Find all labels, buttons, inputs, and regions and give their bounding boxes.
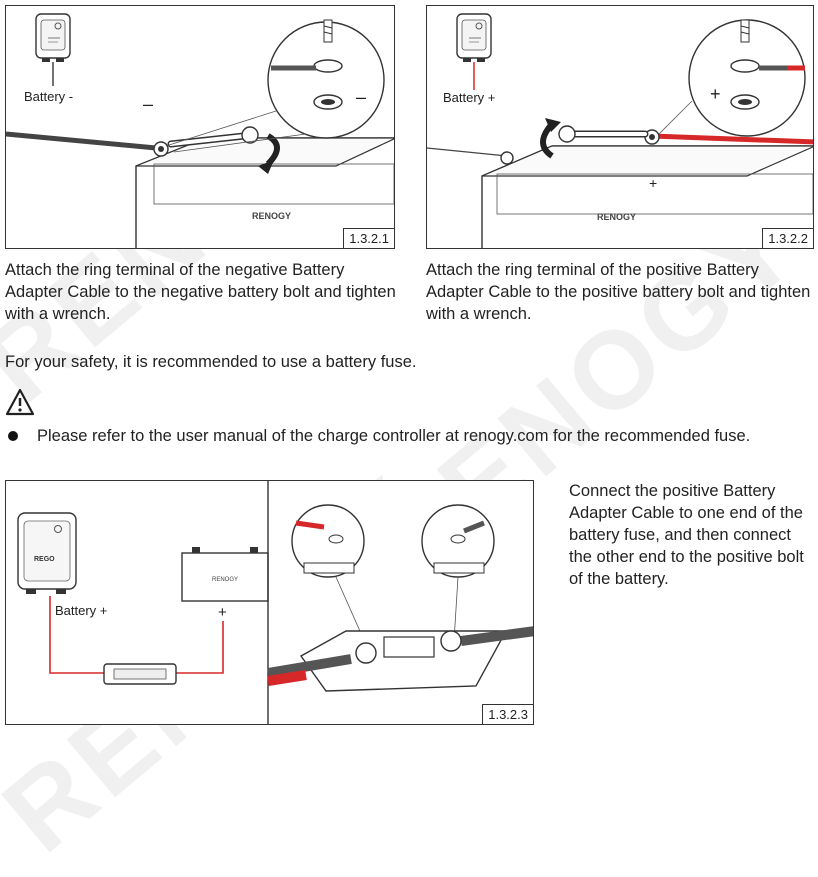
- inset-positive-sign: +: [710, 84, 721, 104]
- figure-number: 1.3.2.1: [343, 228, 394, 248]
- rego-monitor-icon: REGO: [17, 512, 77, 594]
- positive-sign: +: [218, 604, 227, 621]
- figure-number: 1.3.2.2: [762, 228, 813, 248]
- inset-negative-sign: –: [356, 87, 366, 107]
- brand-logo: RENOGY: [212, 577, 238, 583]
- figure-1-3-2-1: Battery - – RENOGY: [5, 5, 395, 249]
- bullet-dot: [8, 431, 18, 441]
- fuse-closeup: [267, 504, 533, 692]
- battery-minus-label: Battery -: [24, 89, 73, 104]
- magnified-bolt-inset: +: [658, 19, 806, 137]
- figure-1-3-2-3: REGO Battery + + RENOGY: [5, 480, 534, 725]
- caption-fuse-step: Connect the positive Battery Adapter Cab…: [569, 482, 804, 588]
- wrench-icon: [558, 125, 649, 143]
- wrench-icon: [167, 126, 259, 148]
- figure-number: 1.3.2.3: [482, 704, 533, 724]
- caption-positive-step: Attach the ring terminal of the positive…: [426, 261, 811, 323]
- device-name: REGO: [34, 556, 55, 563]
- brand-logo: RENOGY: [252, 211, 291, 221]
- positive-sign: +: [649, 175, 657, 191]
- rotation-arrow-icon: [258, 133, 280, 174]
- battery-icon: RENOGY: [481, 145, 813, 248]
- positive-terminal-illustration: Battery + RENOGY +: [427, 13, 813, 248]
- negative-sign: –: [143, 94, 153, 114]
- brand-logo: RENOGY: [597, 212, 636, 222]
- fuse-wiring-illustration: REGO Battery + + RENOGY: [17, 481, 533, 724]
- caption-negative-step: Attach the ring terminal of the negative…: [5, 261, 396, 323]
- figure-1-3-2-2: Battery + RENOGY +: [426, 5, 814, 249]
- battery-monitor-icon: [35, 13, 71, 62]
- safety-note: For your safety, it is recommended to us…: [5, 353, 417, 371]
- bullet-note: Please refer to the user manual of the c…: [37, 427, 751, 445]
- warning-icon: [5, 388, 35, 416]
- battery-icon: RENOGY: [181, 547, 269, 602]
- battery-monitor-icon: [456, 13, 492, 62]
- rotation-arrow-icon: [540, 118, 561, 159]
- negative-terminal-illustration: Battery - – RENOGY: [6, 13, 394, 248]
- battery-plus-label: Battery +: [55, 603, 107, 618]
- magnified-bolt-inset: –: [165, 19, 385, 153]
- fuse-holder-icon: [103, 663, 177, 685]
- battery-plus-label: Battery +: [443, 90, 495, 105]
- battery-icon: RENOGY: [135, 137, 394, 248]
